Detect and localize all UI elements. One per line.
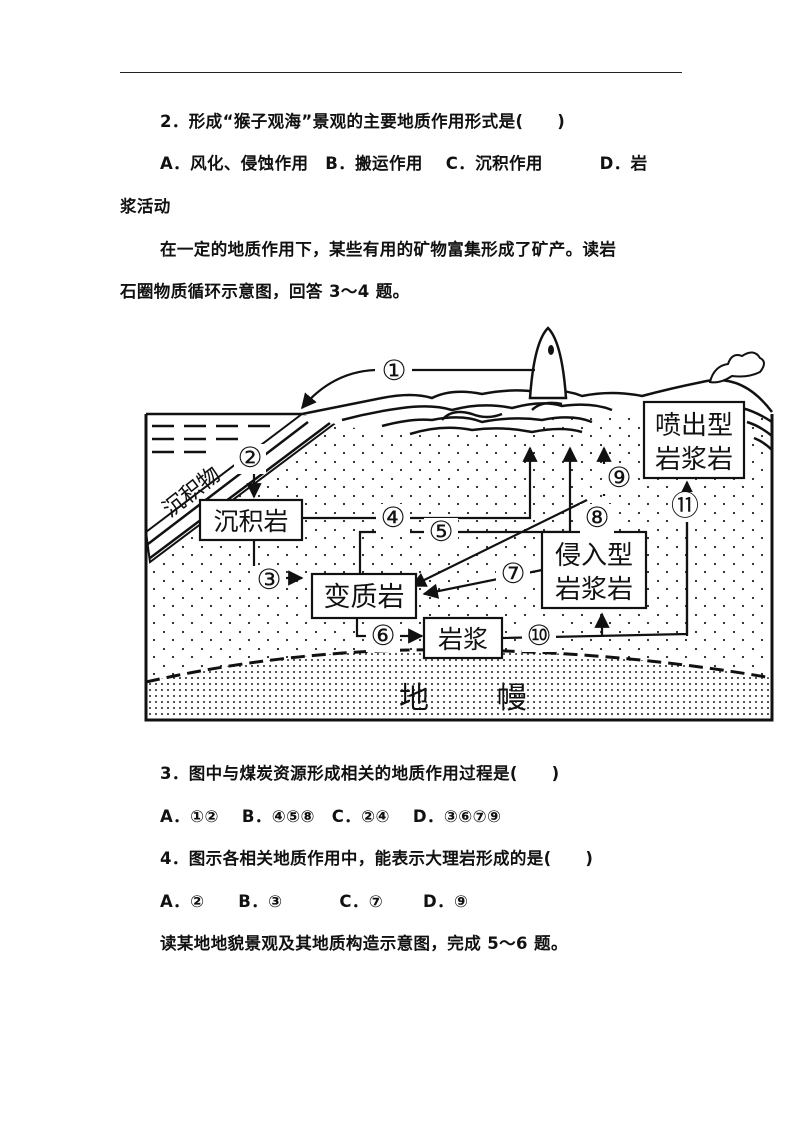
process-label-2: ② — [237, 441, 262, 474]
question-3-options: A．①② B．④⑤⑧ C．②④ D．③⑥⑦⑨ — [160, 807, 502, 826]
process-label-8: ⑧ — [584, 501, 609, 534]
question-2-options: A．风化、侵蚀作用 B．搬运作用 C．沉积作用 D．岩 — [160, 154, 648, 173]
magma-label: 岩浆 — [438, 625, 488, 654]
process-label-1: ① — [381, 354, 406, 387]
intro-paragraph-cont: 石圈物质循环示意图，回答 3～4 题。 — [120, 282, 410, 301]
rock-cycle-diagram: 沉积岩 变质岩 岩浆 侵入型 岩浆岩 喷出型 岩浆岩 沉积物 地 幔 ① ② ④… — [142, 322, 778, 724]
question-3-stem: 3．图中与煤炭资源形成相关的地质作用过程是( ) — [160, 764, 560, 783]
magma-box — [422, 616, 504, 660]
sedimentary-rock-label: 沉积岩 — [213, 507, 288, 536]
question-4-stem: 4．图示各相关地质作用中，能表示大理岩形成的是( ) — [160, 849, 594, 868]
metamorphic-rock-box — [310, 572, 418, 620]
outro-paragraph: 读某地地貌景观及其地质构造示意图，完成 5～6 题。 — [160, 934, 568, 953]
sediment-layer — [147, 421, 331, 559]
process-label-11: ⑪ — [671, 489, 699, 522]
intro-paragraph: 在一定的地质作用下，某些有用的矿物富集形成了矿产。读岩 — [160, 240, 617, 259]
intrusive-rock-box — [540, 530, 648, 610]
extrusive-rock-box — [642, 400, 746, 480]
mantle-area — [146, 649, 772, 720]
process-label-6: ⑥ — [370, 619, 395, 652]
intrusive-rock-label-1: 侵入型 — [555, 541, 633, 571]
process-label-5: ⑤ — [428, 515, 453, 548]
question-4-options: A．② B．③ C．⑦ D．⑨ — [160, 892, 469, 911]
question-2-stem: 2．形成“猴子观海”景观的主要地质作用形式是( ) — [160, 112, 566, 131]
header-rule — [120, 72, 682, 73]
extrusive-rock-label-1: 喷出型 — [655, 411, 733, 441]
sedimentary-rock-box — [198, 498, 304, 542]
process-label-9: ⑨ — [606, 461, 631, 494]
process-label-4: ④ — [380, 501, 405, 534]
mantle-label-1: 地 — [399, 681, 429, 716]
volcano-plume — [708, 351, 765, 384]
rock-pinnacle — [528, 326, 568, 400]
sea-waves — [152, 424, 270, 454]
intrusive-rock-label-2: 岩浆岩 — [555, 575, 633, 605]
extrusive-rock-label-2: 岩浆岩 — [655, 445, 733, 475]
question-2-options-cont: 浆活动 — [120, 197, 171, 216]
process-label-10: ⑩ — [526, 619, 551, 652]
process-label-7: ⑦ — [500, 557, 525, 590]
metamorphic-rock-label: 变质岩 — [324, 582, 405, 613]
process-label-3: ③ — [256, 563, 281, 596]
mantle-label-2: 幔 — [497, 681, 527, 716]
